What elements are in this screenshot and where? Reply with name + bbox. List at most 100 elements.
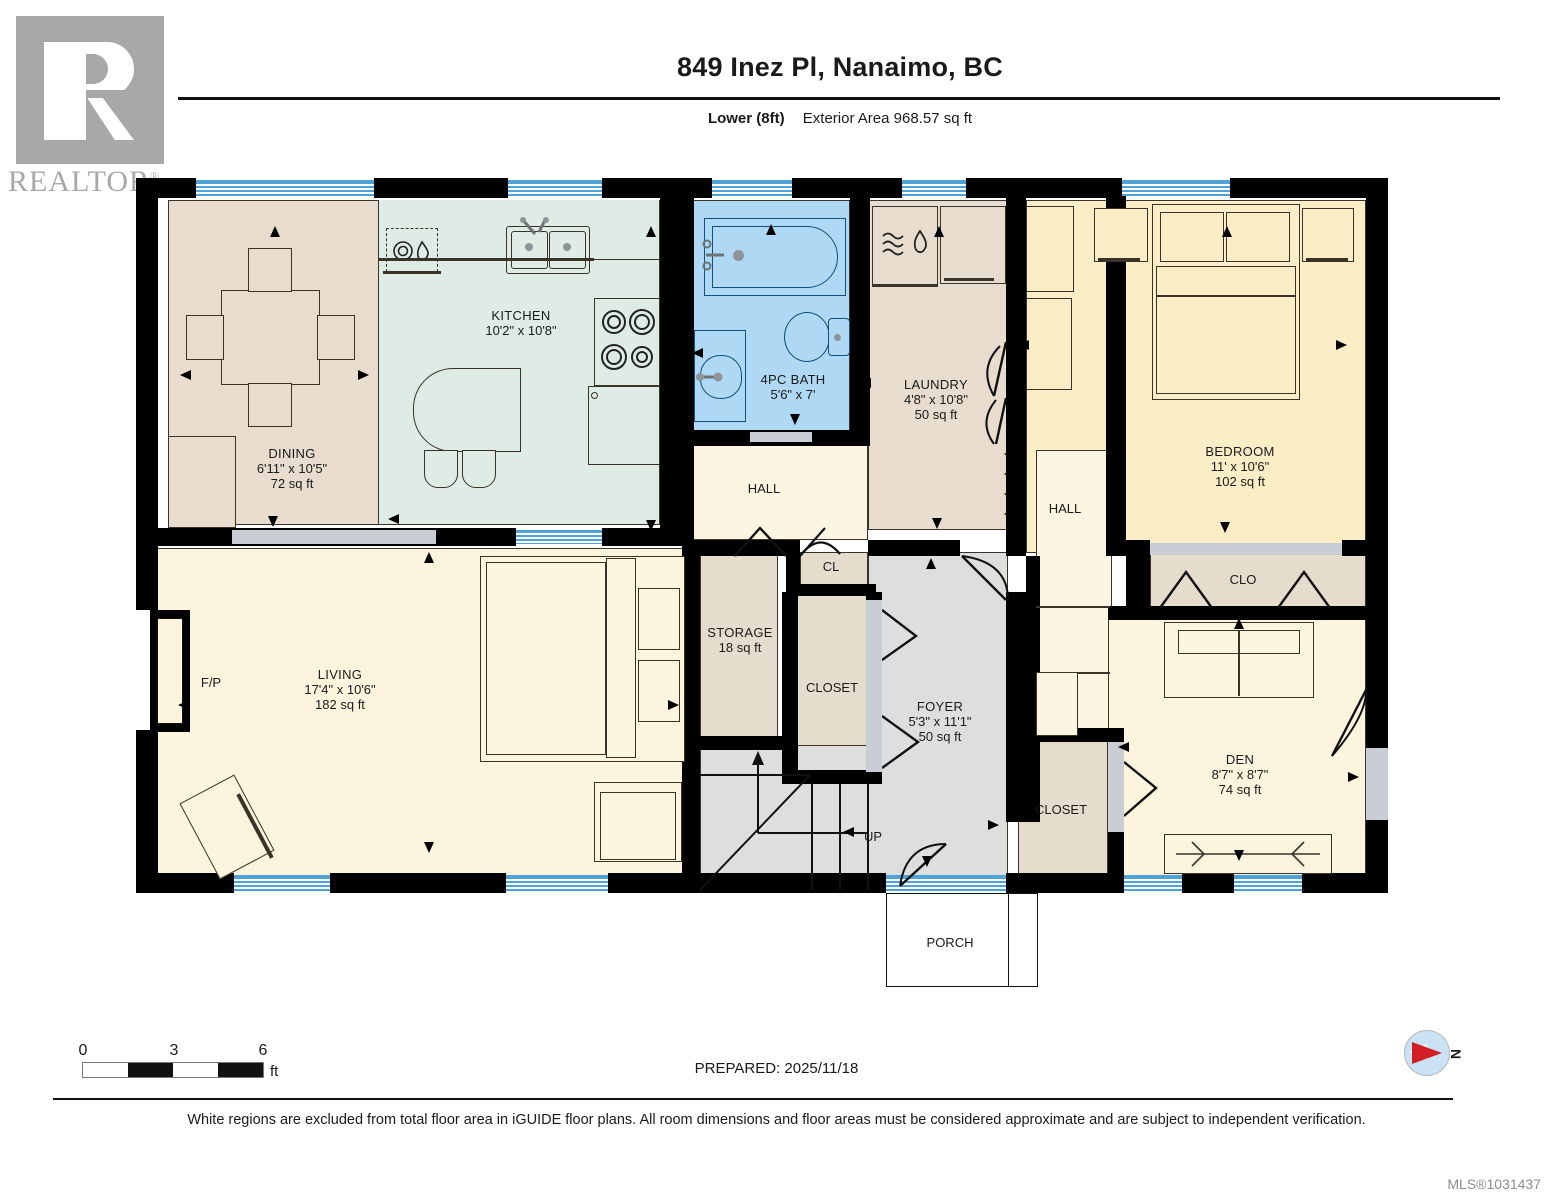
kitchen-stool-left — [424, 450, 458, 488]
scale-unit-label: ft — [270, 1063, 279, 1080]
washer-icon — [882, 229, 927, 256]
compass-rose: N — [1404, 1030, 1464, 1080]
room-name-bath: 4PC BATH — [760, 372, 826, 387]
room-label-kitchen: KITCHEN 10'2" x 10'8" — [485, 308, 556, 338]
living-sectional-seat — [486, 562, 606, 755]
room-label-dining: DINING 6'11" x 10'5" 72 sq ft — [257, 446, 327, 491]
window-bottom-2 — [506, 875, 608, 891]
exterior-wall-bottom-seg3 — [608, 873, 886, 893]
kitchen-island — [413, 368, 521, 452]
porch-step — [1008, 893, 1038, 987]
window-bottom-4 — [1124, 875, 1182, 891]
living-cushion-top — [638, 588, 680, 650]
room-dims-laundry: 4'8" x 10'8" — [903, 392, 969, 407]
bath-toilet-bowl — [784, 312, 830, 362]
hall-right-cabinet — [1036, 672, 1078, 736]
view-arrow-bath-up — [766, 224, 776, 235]
stairs-up-arrow — [843, 827, 854, 837]
view-arrow-living-up — [424, 552, 434, 563]
wall-closet-center-left — [782, 592, 798, 782]
room-name-living: LIVING — [317, 667, 363, 682]
kitchen-fridge — [588, 386, 660, 465]
room-label-living: LIVING 17'4" x 10'6" 182 sq ft — [304, 667, 375, 712]
wall-cl-left — [786, 540, 800, 592]
wall-hall-right-bottom — [1026, 742, 1040, 822]
scale-seg-3 — [173, 1063, 218, 1077]
window-top-3 — [712, 180, 792, 196]
window-top-2 — [508, 180, 602, 196]
realtor-logo-r-stem — [44, 42, 86, 140]
wall-clo-left — [1126, 540, 1150, 618]
bath-tub-inner — [712, 226, 838, 288]
window-top-5 — [1122, 180, 1230, 196]
room-name-dining: DINING — [268, 446, 316, 461]
view-arrow-kitchen-down — [646, 520, 656, 531]
view-arrow-bedroom-left — [1018, 340, 1029, 350]
room-dims-foyer: 5'3" x 11'1" — [908, 714, 972, 729]
view-arrow-living-down — [424, 842, 434, 853]
room-area-laundry: 50 sq ft — [914, 407, 958, 422]
prepared-date: PREPARED: 2025/11/18 — [694, 1060, 859, 1077]
view-arrow-bedroom-down — [1220, 522, 1230, 533]
view-arrow-foyer-right — [988, 820, 999, 830]
room-label-foyer: FOYER 5'3" x 11'1" 50 sq ft — [908, 699, 971, 744]
window-bottom-1 — [234, 875, 330, 891]
view-arrow-laundry-down — [932, 518, 942, 529]
room-name-den: DEN — [1225, 752, 1255, 767]
view-arrow-laundry-up — [934, 226, 944, 237]
stairs — [700, 751, 869, 890]
fridge-handle — [591, 392, 598, 399]
room-dims-kitchen: 10'2" x 10'8" — [485, 323, 557, 338]
room-name-foyer: FOYER — [916, 699, 964, 714]
room-area-bedroom: 102 sq ft — [1215, 474, 1265, 489]
living-cushion-bottom — [638, 660, 680, 722]
bedroom-nightstand-right-line — [1306, 258, 1348, 261]
threshold-den-door — [1366, 748, 1388, 820]
wall-living-right — [682, 546, 700, 890]
room-area-dining: 72 sq ft — [270, 476, 314, 491]
room-name-laundry: LAUNDRY — [903, 377, 968, 392]
room-fill-closet-center — [796, 592, 868, 772]
bedroom-nightstand-left-line — [1098, 258, 1140, 261]
stove-burners-icon — [601, 309, 655, 370]
scale-tick-6: 6 — [258, 1042, 268, 1059]
disclaimer-text: White regions are excluded from total fl… — [187, 1112, 1366, 1128]
compass-north-label: N — [1448, 1048, 1465, 1060]
bedroom-duvet — [1156, 296, 1296, 394]
kitchen-counter-line — [383, 271, 441, 274]
realtor-wordmark-text: REALTOR — [8, 165, 151, 198]
kitchen-counter-edge — [378, 258, 594, 261]
exterior-wall-bottom-seg5 — [1182, 873, 1234, 893]
view-arrow-kitchen-up — [646, 226, 656, 237]
view-arrow-foyer-up — [926, 558, 936, 569]
kitchen-stool-right — [462, 450, 496, 488]
footer-divider — [53, 1098, 1453, 1100]
view-arrow-bath-down — [790, 414, 800, 425]
den-console-detail-icon — [1176, 841, 1320, 867]
hall-right-shelf-1 — [1036, 606, 1110, 608]
wall-hall-bottom — [688, 540, 796, 556]
room-label-bath: 4PC BATH 5'6" x 7' — [760, 372, 825, 402]
exterior-wall-top-seg5 — [1230, 178, 1386, 198]
room-area-living: 182 sq ft — [315, 697, 365, 712]
dining-chair-right — [317, 315, 355, 360]
room-name-kitchen: KITCHEN — [491, 308, 551, 323]
view-arrow-living-fp — [178, 700, 189, 710]
compass-needle-red — [1412, 1042, 1442, 1064]
threshold-dining-living — [232, 530, 436, 544]
room-label-porch: PORCH — [926, 935, 974, 950]
den-sofa-split — [1238, 630, 1240, 696]
wall-bath-laundry-vert — [850, 196, 870, 446]
scale-seg-1 — [83, 1063, 128, 1077]
living-side-table-inner — [600, 792, 676, 860]
view-arrow-dining-left — [180, 370, 191, 380]
view-arrow-den-up — [1234, 618, 1244, 629]
wall-kitchen-bath-vert — [660, 196, 694, 540]
view-arrow-bedroom-right — [1336, 340, 1347, 350]
room-label-cl: CL — [822, 559, 840, 574]
bedroom-wardrobe-left — [1026, 206, 1074, 292]
view-arrow-dining-up — [270, 226, 280, 237]
view-arrow-bedroom-up — [1222, 226, 1232, 237]
room-fill-storage — [700, 552, 778, 740]
room-area-storage: 18 sq ft — [718, 640, 762, 655]
